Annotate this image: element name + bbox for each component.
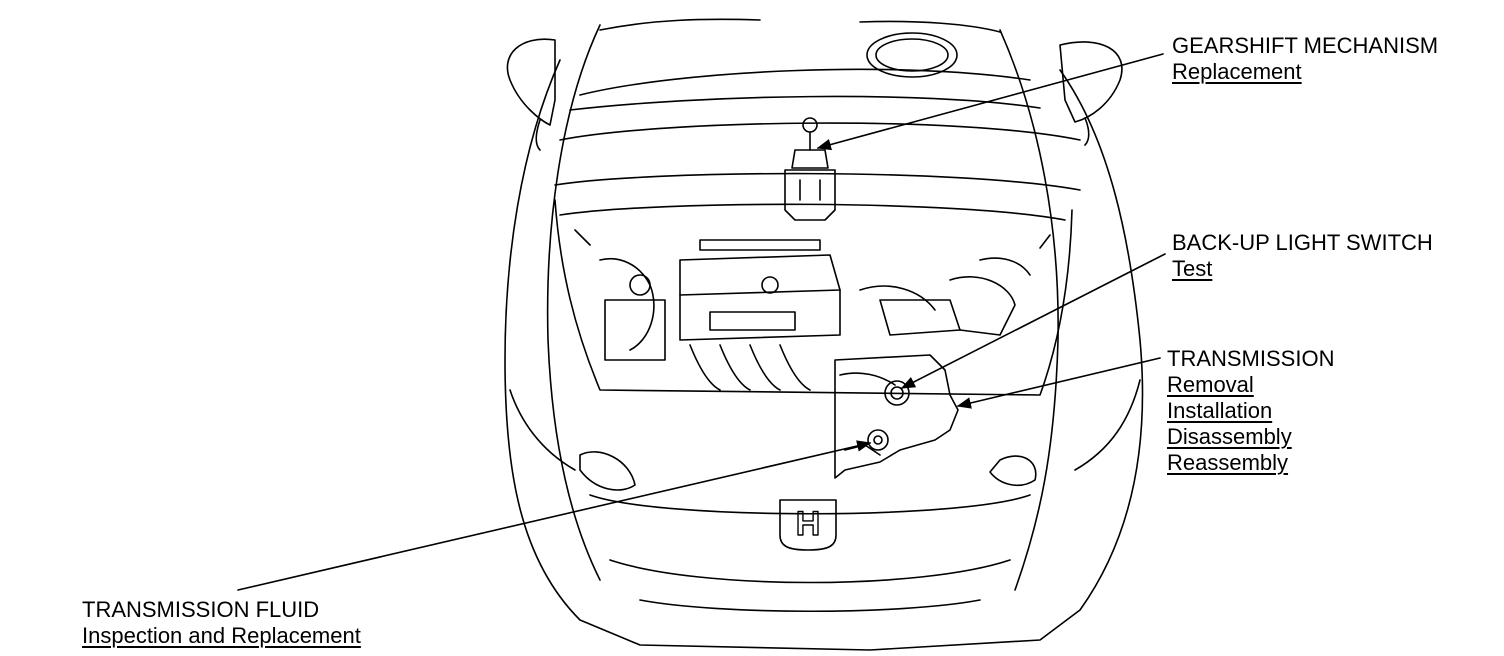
backup-light-switch-part xyxy=(884,380,910,406)
gearshift-mechanism-part xyxy=(784,117,836,221)
transmission-leader-line xyxy=(956,357,1161,409)
gearshift-leader-line xyxy=(816,53,1164,151)
hood-opening xyxy=(554,122,1081,396)
backup-switch-leader-line xyxy=(900,253,1166,389)
transmission-housing xyxy=(834,354,959,479)
windshield-outline xyxy=(569,18,1041,111)
gearshift-callout-title: GEARSHIFT MECHANISM xyxy=(1172,33,1439,58)
backup-switch-callout-title: BACK-UP LIGHT SWITCH xyxy=(1172,230,1433,255)
left-headlight xyxy=(579,451,636,491)
emblem-icon: H xyxy=(779,499,837,551)
emblem-letter: H xyxy=(796,505,821,543)
transmission-installation-link[interactable]: Installation xyxy=(1167,398,1273,423)
left-side-mirror xyxy=(506,38,556,151)
transmission-callout: TRANSMISSION Removal Installation Disass… xyxy=(1167,346,1334,476)
transmission-reassembly-link[interactable]: Reassembly xyxy=(1167,450,1289,475)
transmission-disassembly-link[interactable]: Disassembly xyxy=(1167,424,1292,449)
backup-switch-callout: BACK-UP LIGHT SWITCH Test xyxy=(1172,230,1433,282)
right-headlight xyxy=(989,455,1037,487)
leader-lines xyxy=(237,53,1166,591)
fluid-callout-title: TRANSMISSION FLUID xyxy=(82,597,320,622)
gearshift-callout: GEARSHIFT MECHANISM Replacement xyxy=(1172,33,1438,85)
fluid-inspection-link[interactable]: Inspection and Replacement xyxy=(82,623,361,648)
fluid-callout: TRANSMISSION FLUID Inspection and Replac… xyxy=(82,597,361,649)
transmission-callout-title: TRANSMISSION xyxy=(1167,346,1335,371)
fluid-check-bolt xyxy=(867,429,889,451)
backup-switch-test-link[interactable]: Test xyxy=(1172,256,1213,281)
front-fascia xyxy=(589,494,1031,613)
transmission-removal-link[interactable]: Removal xyxy=(1167,372,1254,397)
fluid-leader-line xyxy=(237,440,872,591)
engine xyxy=(599,239,1031,391)
gearshift-replacement-link[interactable]: Replacement xyxy=(1172,59,1302,84)
car-body-outline xyxy=(504,24,1144,651)
right-side-mirror xyxy=(1059,41,1123,146)
